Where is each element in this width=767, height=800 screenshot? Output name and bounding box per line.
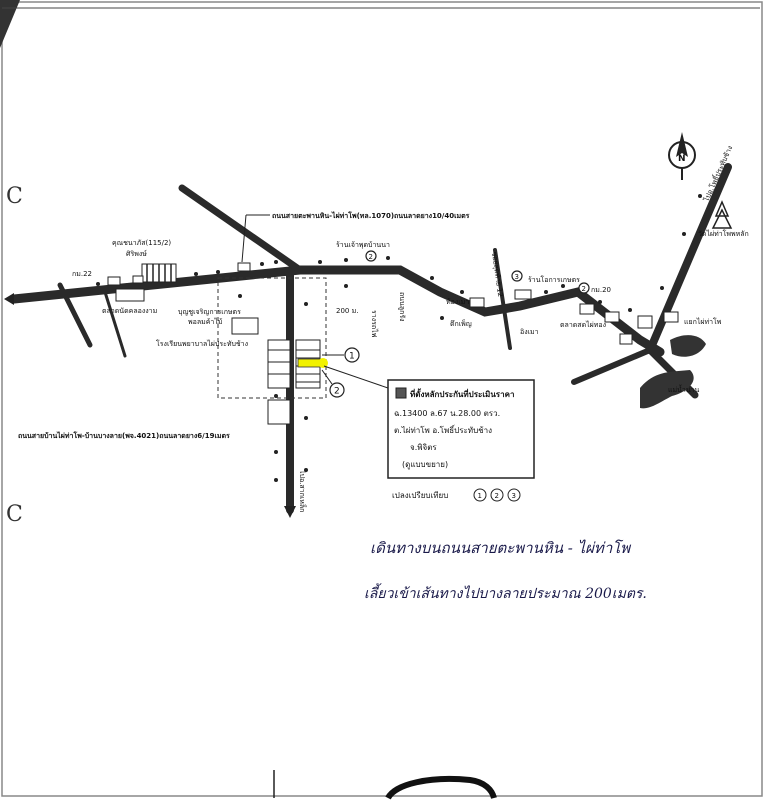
legend-box	[387, 379, 535, 479]
building-market-right	[579, 303, 595, 315]
compare-marker-2: 2	[490, 488, 504, 502]
compare-label: เปลงเปรียบเทียบ	[392, 491, 448, 500]
parcel-callout-1: 1	[344, 347, 360, 363]
factory-stripes	[146, 264, 172, 282]
label-ingmao: อิงเมา	[520, 328, 539, 336]
south-arrow-icon	[284, 506, 296, 518]
building-junction	[637, 315, 653, 329]
legend-title: ที่ตั้งหลักประกันที่ประเมินราคา	[410, 388, 514, 399]
left-road-a	[57, 282, 93, 348]
label-kunchanarat: คุณชนาภัส(115/2)	[112, 239, 171, 247]
svg-text:2: 2	[369, 253, 373, 261]
building-small-3	[237, 262, 251, 272]
temple-icon	[711, 200, 733, 229]
compare-marker-3: 3	[507, 488, 521, 502]
margin-mark-2: C	[6, 502, 23, 527]
label-river: แม่น้ำน่าน	[668, 383, 700, 394]
svg-text:3: 3	[512, 492, 516, 500]
plot-grid	[267, 339, 321, 425]
place-marker-2a: 2	[365, 250, 377, 262]
building-tongmao	[469, 297, 485, 308]
legend-line-2: ต.ไผ่ท่าโพ อ.โพธิ์ประทับช้าง	[394, 424, 492, 435]
label-market-left: ตลาดนัดคลองงาม	[102, 307, 157, 315]
legend-line-1: ฉ.13400 ล.67 น.28.00 ตรว.	[394, 409, 500, 418]
label-farm-club: ร้านโอการเกษตร	[528, 275, 580, 284]
building-farm	[514, 289, 532, 300]
corner-fold	[0, 0, 20, 48]
label-km22: กม.22	[72, 270, 92, 278]
parcel-marker	[318, 358, 328, 368]
label-school: โรงเรียนพยาบาลไผ่ประทับช้าง	[156, 339, 248, 348]
label-km20: กม.20	[591, 286, 611, 294]
building-junction-2	[663, 311, 679, 323]
ne-road	[646, 163, 732, 354]
svg-text:2: 2	[582, 285, 586, 293]
lane-road	[493, 248, 512, 350]
nw-road	[178, 184, 304, 274]
label-boonruang: บุญชูเจริญการเกษตร	[178, 308, 241, 316]
handwritten-line-1: เดินทางบนถนนสายตะพานหิน - ไผ่ท่าโพ	[370, 539, 631, 557]
river-shape	[640, 370, 694, 409]
main-road	[9, 265, 665, 357]
parcel-callout-2: 2	[329, 382, 345, 398]
road-markers	[96, 194, 702, 482]
north-arrow-icon: N	[668, 132, 696, 180]
label-poon: พอลมค้าไม้	[188, 317, 222, 326]
road-top-leader-2	[241, 214, 247, 263]
sw-road	[571, 347, 653, 385]
label-tongmao: ท้องเมา	[446, 298, 469, 306]
place-marker-3: 3	[511, 270, 523, 282]
west-arrow-icon	[4, 293, 14, 305]
left-road-b	[103, 290, 127, 358]
svg-text:3: 3	[515, 273, 519, 281]
label-road-bottom: ถนนสายบ้านไผ่ท่าโพ-บ้านบางลาย(พจ.4021)ถน…	[18, 431, 230, 440]
building-school	[231, 317, 259, 335]
building-market-left	[115, 288, 145, 302]
label-tuk-pen: ตึกเพ็ญ	[450, 319, 472, 328]
label-sirirat: ศิริพงษ์	[126, 250, 147, 258]
legend-pointer	[323, 365, 389, 389]
legend-line-3: จ.พิจิตร	[410, 443, 437, 452]
label-road-vertical: ถนนลูกรัง	[398, 292, 406, 322]
svg-text:2: 2	[495, 492, 499, 500]
legend-swatch	[395, 387, 407, 399]
building-junction-3	[619, 333, 633, 345]
handwritten-line-2: เลี้ยวเข้าเส้นทางไปบางลายประมาณ 200เมตร.	[364, 583, 647, 602]
svg-text:1: 1	[349, 352, 355, 362]
building-small-right	[604, 311, 620, 323]
highlighted-parcel	[297, 358, 321, 368]
label-distance-200: 200 ม.	[336, 307, 358, 315]
building-small-1	[107, 276, 121, 286]
label-shop-top: ร้านเจ้าพุดบ้านนา	[336, 241, 390, 249]
pond-shape	[670, 335, 706, 357]
label-temple: วัดไผ่ท่าโพพหลัก	[698, 229, 749, 238]
label-lane: ซอยสุดท้าย 12	[490, 251, 504, 297]
callout-line-2	[321, 369, 333, 385]
label-junction: แยกไผ่ท่าโพ	[684, 317, 722, 326]
legend-line-4: (ดูแบบขยาย)	[402, 460, 448, 470]
dashed-zone	[217, 277, 327, 399]
svg-text:1: 1	[478, 492, 482, 500]
scan-mark-blob	[385, 775, 497, 800]
compare-marker-1: 1	[473, 488, 487, 502]
svg-text:2: 2	[334, 387, 340, 397]
label-market-right: ตลาดสดไผ่ทอง	[560, 320, 606, 329]
place-marker-2b: 2	[578, 282, 590, 294]
north-label: N	[678, 154, 686, 164]
label-road-top: ถนนสายตะพานหิน-ไผ่ท่าโพ(ทล.1070)ถนนลาดยา…	[272, 211, 470, 220]
building-small-2	[132, 275, 144, 284]
label-railway: รางรถไฟ	[370, 310, 379, 338]
label-to-south: ไปอ.สากเหล็ก	[298, 469, 307, 512]
margin-mark-1: C	[6, 184, 23, 209]
